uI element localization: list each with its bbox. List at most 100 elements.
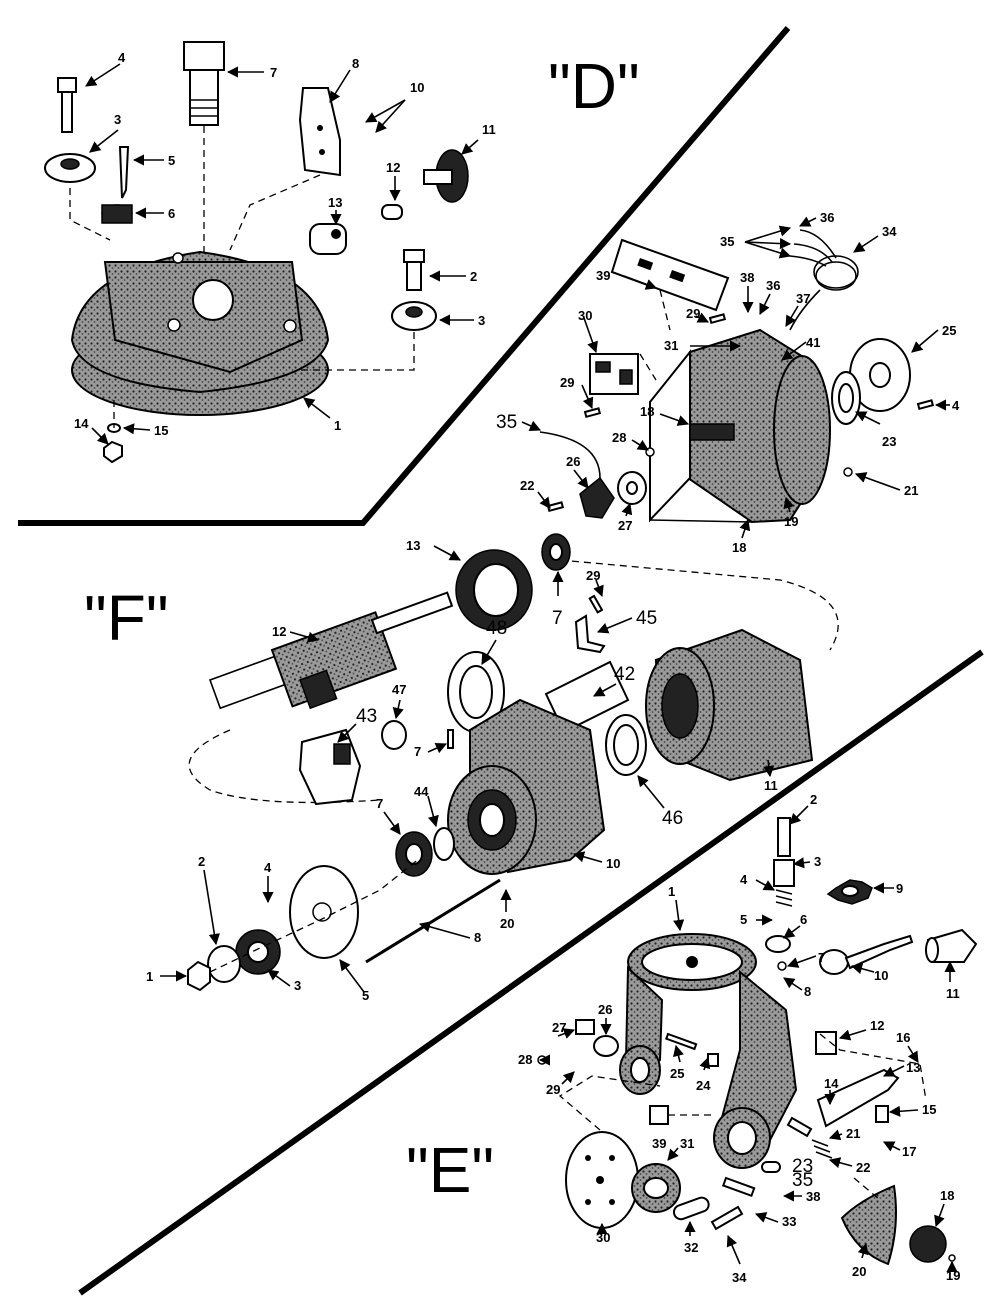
- callout-label: 30: [596, 1230, 610, 1245]
- callout-label: 22: [856, 1160, 870, 1175]
- base-plate: [70, 250, 330, 416]
- callout-label: 18: [640, 404, 654, 419]
- callout-label: 20: [852, 1264, 866, 1279]
- knob: [925, 928, 978, 963]
- callout-label: 12: [870, 1018, 884, 1033]
- section-label-e: "E": [406, 1134, 494, 1206]
- callout-label: 3: [478, 313, 485, 328]
- callout-label: 27: [618, 518, 632, 533]
- latch-block: [786, 1031, 900, 1159]
- wood-screw: [118, 146, 130, 199]
- callout-label: 47: [392, 682, 406, 697]
- callout-label: 28: [518, 1052, 532, 1067]
- callout-label: 6: [800, 912, 807, 927]
- callout-label: 25: [670, 1066, 684, 1081]
- callout-label: 39: [596, 268, 610, 283]
- callout-label: 45: [636, 608, 657, 629]
- gear: [423, 149, 469, 203]
- callout-label: 2: [470, 269, 477, 284]
- cam: [631, 1163, 681, 1213]
- callout-label: 8: [804, 984, 811, 999]
- section-d-motor: 36 35 34 39 38 36 37 29 30 31 41 25: [496, 210, 960, 555]
- callout-label: 17: [902, 1144, 916, 1159]
- callout-label: 1: [334, 418, 341, 433]
- callout-label: 4: [952, 398, 960, 413]
- left-parts: [537, 1019, 719, 1067]
- callout-label: 16: [896, 1030, 910, 1045]
- callout-label: 11: [764, 778, 778, 793]
- callout-label: 5: [362, 988, 369, 1003]
- callout-label: 22: [520, 478, 534, 493]
- spacer-ring: [605, 714, 647, 776]
- callout-label: 20: [500, 916, 514, 931]
- callout-label: 4: [264, 860, 272, 875]
- callout-label: 9: [896, 881, 903, 896]
- callout-label: 11: [946, 986, 960, 1001]
- callout-label: 13: [906, 1060, 920, 1075]
- bearing-lower: [395, 831, 433, 877]
- callout-label: 43: [356, 706, 377, 727]
- callout-label: 19: [784, 514, 798, 529]
- callout-label: 23: [792, 1156, 813, 1177]
- fan: [455, 549, 533, 631]
- armature: [208, 591, 454, 710]
- callout-label: 13: [406, 538, 420, 553]
- callout-label: 36: [766, 278, 780, 293]
- tie-rod: [365, 878, 501, 964]
- yoke-frame: [619, 933, 798, 1169]
- section-label-f-text: "F": [84, 582, 169, 654]
- end-cover: [289, 865, 359, 959]
- switch: [589, 353, 639, 395]
- callout-label: 24: [696, 1078, 711, 1093]
- divider-e: [78, 649, 984, 1296]
- callout-label: 23: [882, 434, 896, 449]
- bracket-46: [574, 594, 606, 654]
- callout-label: 31: [664, 338, 678, 353]
- divider-d: [18, 26, 791, 526]
- end-housing: [447, 698, 606, 875]
- callout-label: 10: [410, 80, 424, 95]
- callout-label: 27: [552, 1020, 566, 1035]
- callout-label: 25: [942, 323, 956, 338]
- callout-label: 18: [732, 540, 746, 555]
- crank: [819, 934, 914, 975]
- pin-9: [447, 729, 454, 749]
- callouts-d: 4 3 5 6 7 8 10 11 12 13 2 3 1: [74, 50, 496, 445]
- coupling: [309, 223, 347, 255]
- callout-label: 35: [792, 1170, 813, 1191]
- callout-label: 35: [720, 234, 734, 249]
- callout-label: 5: [740, 912, 747, 927]
- callout-label: 11: [482, 122, 496, 137]
- washer-left: [44, 153, 96, 183]
- callout-label: 7: [270, 65, 277, 80]
- callouts-d-motor: 36 35 34 39 38 36 37 29 30 31 41 25: [496, 210, 960, 555]
- pin: [381, 204, 403, 220]
- callout-label: 7: [376, 796, 383, 811]
- callout-label: 7: [414, 744, 421, 759]
- callout-label: 7: [552, 608, 563, 629]
- ring-48: [381, 720, 407, 750]
- brush-block: [298, 728, 362, 806]
- callout-label: 3: [114, 112, 121, 127]
- callout-label: 42: [614, 664, 635, 685]
- callout-label: 29: [560, 375, 574, 390]
- bearing-upper: [541, 533, 571, 571]
- callout-label: 33: [782, 1214, 796, 1229]
- callout-label: 38: [806, 1189, 820, 1204]
- gasket: [831, 371, 861, 425]
- callout-label: 46: [662, 808, 683, 829]
- sector: [840, 1184, 897, 1266]
- callout-label: 41: [806, 335, 820, 350]
- callout-label: 3: [294, 978, 301, 993]
- callout-label: 4: [740, 872, 748, 887]
- callout-label: 1: [146, 969, 153, 984]
- section-f: "F": [84, 533, 839, 1003]
- callout-label: 38: [740, 270, 754, 285]
- section-d-base: "D": [44, 41, 640, 464]
- callout-label: 21: [846, 1126, 860, 1141]
- callout-label: 31: [680, 1136, 694, 1151]
- callout-label: 15: [154, 423, 168, 438]
- callout-label: 12: [272, 624, 286, 639]
- name-plate: [610, 238, 730, 312]
